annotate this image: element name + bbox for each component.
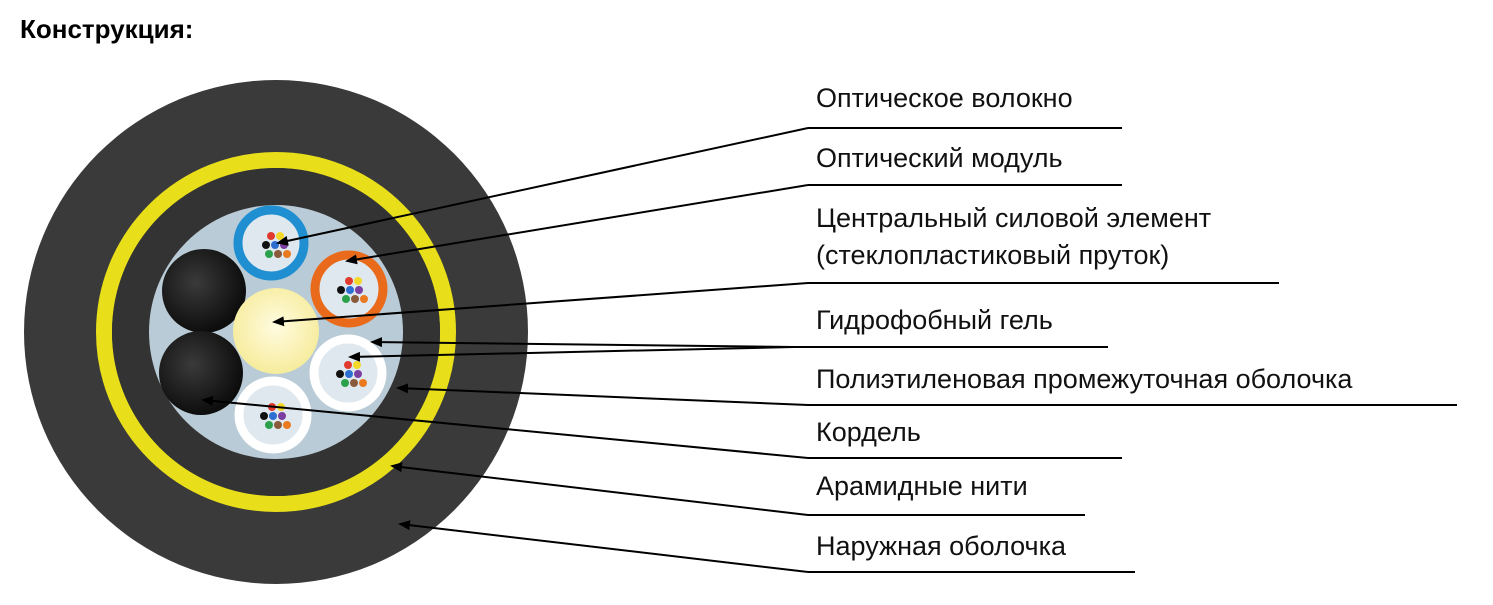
- leader-cordel: [201, 395, 809, 459]
- label-outer-sheath: Наружная оболочка: [816, 531, 1067, 561]
- label-central-member-line2: (стеклопластиковый пруток): [816, 240, 1170, 270]
- optical-module-orange: [310, 250, 388, 328]
- label-underlines: [794, 127, 1457, 573]
- aramid-yarn-ring: [96, 152, 456, 512]
- leader-aramid: [390, 462, 809, 516]
- optical-module-white-right: [309, 334, 387, 412]
- cordel-lower: [159, 331, 243, 415]
- label-aramid-yarns: Арамидные нити: [816, 471, 1028, 501]
- label-hydrophobic-gel: Гидрофобный гель: [816, 305, 1053, 335]
- leader-gel-1: [370, 337, 795, 348]
- central-strength-member: [233, 288, 319, 374]
- cordel-upper: [162, 249, 246, 333]
- label-cordel: Кордель: [816, 417, 921, 447]
- leader-optical-fiber: [276, 127, 809, 246]
- leader-gel-2: [348, 346, 795, 362]
- leader-optical-module: [345, 184, 809, 265]
- label-intermediate-sheath: Полиэтиленовая промежуточная оболочка: [816, 364, 1353, 394]
- label-central-member-line1: Центральный силовой элемент: [816, 203, 1212, 233]
- leader-outer-sheath: [398, 520, 809, 573]
- leader-lines: [201, 127, 809, 573]
- page-title: Конструкция:: [20, 14, 194, 44]
- label-optical-module: Оптический модуль: [816, 143, 1063, 173]
- optical-module-blue: [233, 205, 309, 281]
- optical-module-white-bottom: [234, 376, 312, 454]
- label-optical-fiber: Оптическое волокно: [816, 83, 1073, 113]
- leader-intermediate-sheath: [396, 383, 809, 406]
- leader-central-member: [272, 282, 809, 327]
